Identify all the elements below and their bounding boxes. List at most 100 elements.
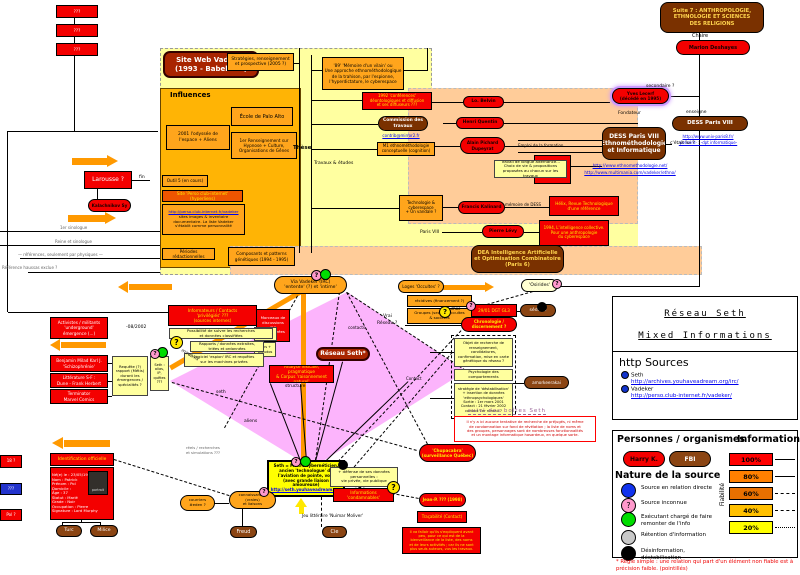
node-suite7: Suite 7 : ANTHROPOLOGIE,ETHNOLOGIE ET SC… (660, 2, 764, 33)
label-fin: fin (139, 175, 145, 180)
legend-footnote: * Règle simple : une relation qui part d… (616, 559, 794, 572)
edge-line (20, 258, 160, 259)
node-t2: ??? (56, 24, 98, 37)
edge-line (97, 189, 98, 199)
node-edge-box-3: Pol ? (0, 509, 22, 521)
info-swatch: 60% (729, 487, 773, 500)
label-reine-et-sinologue: Reine et sinologue (55, 239, 93, 244)
edge-line (213, 503, 229, 504)
node-larousse: Larousse ? (84, 171, 132, 189)
edge-line (432, 146, 460, 147)
edge-line (312, 70, 323, 71)
node-dess-links[interactable]: http://www.ethnomethodologie.net/http://… (560, 162, 700, 177)
label-jeu-litt-raire-nuimar-mo: Jeu littéraire 'Nuimar Moliver' (302, 513, 364, 518)
nature-label: Désinformation, déstabilisation (641, 548, 685, 561)
edge-line (430, 398, 454, 399)
node-recidives: récidives (financement ?) (407, 295, 472, 307)
edge-line (311, 55, 312, 253)
edge-line (516, 311, 520, 312)
flow-arrow-head (107, 155, 119, 167)
nature-dot-icon (621, 512, 636, 527)
label-et-simulations-: et simulations ??? (186, 450, 221, 455)
edge-line (107, 363, 112, 364)
node-periodes: Périodes rédactionnelles (162, 248, 215, 260)
label-r-els-recherches: réels / recherches (186, 445, 220, 450)
edge-line (442, 232, 482, 233)
edge-line (107, 381, 112, 382)
info-swatch: 80% (729, 470, 773, 483)
node-quentin: Henri Quentin (456, 117, 504, 129)
source-url[interactable]: http://perso.club-internet.fr/vadeker/ (631, 393, 732, 399)
node-kalinard: Francis Kalinard (458, 201, 505, 214)
legend-title-1: Réseau Seth (664, 309, 746, 319)
node-chronologie: Chronologie /discernement ? (461, 317, 517, 332)
edge-line (442, 207, 458, 208)
edge-line (486, 291, 533, 305)
label--r-f-rences-seulement-pa: — références, seulement par physiques — (18, 252, 103, 257)
label-r-f-rence-haussas-exclue: Référence haussas exclue ? (2, 265, 58, 270)
node-strategie-note: stratégie de 'déstabilisation'+ insertio… (454, 383, 513, 417)
edge-line (28, 272, 160, 273)
hyperlink[interactable]: http://www.ethnomethodologie.net/ (592, 163, 668, 169)
label-fondateur: Fondateur (618, 111, 641, 116)
hyperlink[interactable]: http://www.univ-paris8.fr/ (682, 134, 734, 139)
source-url[interactable]: http://archives.youhaveadream.org/irc/ (631, 379, 739, 385)
edge-line (570, 166, 602, 167)
hyperlink[interactable]: http://perso.club-internet.fr/vadeker (168, 209, 239, 215)
node-disclaimer: Il n'y a ici aucune tentative de recherc… (454, 416, 596, 442)
node-loges: Loges 'Occultes' ? (398, 280, 444, 293)
http-sources-header: http Sources (619, 356, 689, 369)
node-freud: Freud (230, 526, 257, 538)
edge-line (312, 124, 378, 125)
hyperlink[interactable]: http://www.multimania.com/vadeker/ethno/ (584, 169, 676, 175)
node-seth-note: Seth :alias,IP,quêtes??? (150, 356, 169, 391)
edge-line (242, 509, 243, 527)
hyperlink[interactable]: http://seth.youhaveadream.org (270, 487, 342, 493)
label-aliens: aliens (244, 419, 258, 424)
legend-title-2: Mixed Informations (638, 331, 772, 341)
node-t3: ??? (56, 43, 98, 56)
hyperlink[interactable]: contrib@mirror2.fr (382, 132, 420, 138)
edge-line (432, 102, 463, 103)
label-c-tait-lui-: c'était lui ? (670, 141, 695, 146)
node-conf-92: 1992 'conférences'déontologiques et diff… (362, 92, 432, 110)
edge-line (63, 522, 101, 523)
edge-line (699, 55, 700, 116)
info-line-style (775, 459, 795, 460)
flow-arrow-head (118, 281, 128, 293)
label-travaux-tudes: Travaux & études (314, 161, 354, 166)
source-dot-icon: ? (466, 301, 476, 311)
node-via-vadeker: Via Vadeker (IRC)'entente' (?) et 'intim… (274, 276, 347, 294)
label-m-moire-de-dess: mémoire de DESS (505, 202, 542, 207)
flow-arrow-bar (298, 506, 305, 514)
label-choc: choc (451, 306, 461, 311)
edge-line (8, 312, 168, 313)
node-site-perso: Site 'Perso club-internet' (hyperliens) (162, 190, 243, 202)
label-1er-sinologue: 1er sinologue (60, 225, 88, 230)
node-tracabilite: Traçabilité (Contact) (417, 511, 467, 523)
node-dess-b-links[interactable]: http://www.univ-paris8.fr/-présent- : -d… (678, 134, 738, 145)
source-dot-icon: ? (259, 487, 269, 497)
edge-line (107, 396, 112, 397)
node-belvin: Lo. Belvin (463, 96, 504, 108)
node-dess-paris8-b: DESS Paris VIII (672, 116, 748, 131)
edge-line (8, 131, 158, 132)
flow-arrow-bar (63, 440, 110, 447)
node-commission-link[interactable]: contrib@mirror2.fr (370, 132, 432, 139)
edge-line (321, 497, 322, 527)
person-swatch: Harry K. (623, 451, 665, 467)
label-suivi-des-bo-tes-seth: suivi des boîtes Seth (468, 408, 546, 415)
node-activistes: Activistes / militants'underground'émerg… (50, 317, 108, 339)
edge-line (665, 144, 672, 145)
